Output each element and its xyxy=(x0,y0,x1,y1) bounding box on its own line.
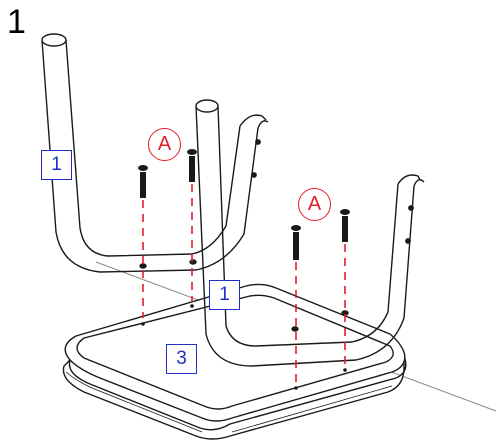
bolt xyxy=(340,209,350,242)
leg-frame-right xyxy=(195,99,425,367)
bolts xyxy=(138,149,350,260)
bolt xyxy=(291,225,301,260)
hardware-callout-right: A xyxy=(298,188,331,221)
part-label-leg-frame-right: 1 xyxy=(209,280,240,310)
step-number: 1 xyxy=(7,3,26,41)
seat-holes xyxy=(141,304,347,390)
bolt xyxy=(138,165,148,198)
alignment-guides xyxy=(142,184,346,382)
leg-frame-left xyxy=(41,33,269,273)
part-label-leg-frame-left: 1 xyxy=(41,150,72,180)
bolt xyxy=(187,149,197,182)
seat xyxy=(62,283,407,440)
hardware-callout-left: A xyxy=(148,128,181,161)
part-label-seat: 3 xyxy=(166,344,197,374)
